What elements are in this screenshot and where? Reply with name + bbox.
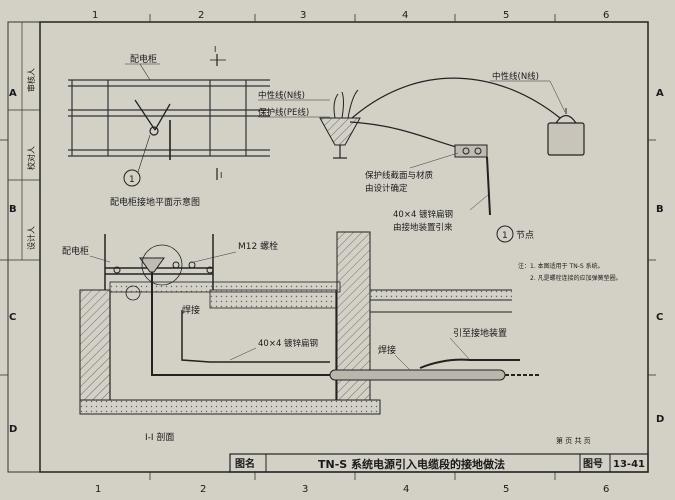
to-ground-label: 引至接地装置	[453, 327, 507, 339]
node-detail: 中性线(N线) 保护线(PE线) 中性线(N线) 保护线截面与材质 由设计确定 …	[258, 71, 585, 243]
title-block: 图名 TN-S 系统电源引入电缆段的接地做法 图号 13-41	[229, 453, 649, 473]
neutral-label-left: 中性线(N线)	[258, 90, 305, 101]
row-letter: D	[9, 424, 17, 435]
side-label: 校对人	[26, 146, 36, 170]
drawing-title: TN-S 系统电源引入电缆段的接地做法	[318, 457, 505, 471]
weld-label-2: 焊接	[378, 344, 396, 356]
bolt-label: M12 螺栓	[238, 240, 278, 252]
section-view: 配电柜 M12 螺栓 焊接 40×4 镀锌扁钢 焊接 引至接地装置 I-I 剖面…	[62, 231, 591, 445]
plan-view: 配电柜 I I 1 配电柜接地平面示意图	[68, 45, 270, 208]
col-number: 3	[302, 484, 308, 495]
node-label: 节点	[516, 230, 534, 241]
col-number: 1	[95, 484, 101, 495]
column-numbers-bottom: 1 2 3 4 5 6	[95, 484, 609, 495]
plan-callout-number: 1	[129, 175, 135, 185]
col-number: 5	[503, 10, 509, 21]
section-title: I-I 剖面	[145, 431, 174, 443]
pe-label: 保护线(PE线)	[258, 107, 309, 118]
section-mark: I	[214, 45, 216, 54]
row-letter: B	[656, 204, 664, 215]
col-number: 1	[92, 10, 98, 21]
side-label: 审核人	[26, 68, 36, 92]
column-numbers-top: 1 2 3 4 5 6	[92, 10, 609, 21]
note-flat-line1: 40×4 镀锌扁钢	[393, 209, 453, 220]
node-number: 1	[502, 231, 508, 241]
grid-ticks	[0, 14, 656, 480]
note-pe-line1: 保护线截面与材质	[365, 170, 434, 181]
title-number-label: 图号	[583, 458, 603, 470]
row-letter: A	[656, 88, 664, 99]
section-cabinet-label: 配电柜	[62, 245, 89, 257]
row-letter: A	[9, 88, 17, 99]
col-number: 4	[402, 10, 408, 21]
flat-steel-label: 40×4 镀锌扁钢	[258, 338, 318, 349]
col-number: 6	[603, 484, 609, 495]
row-letter: C	[9, 312, 16, 323]
row-letter: B	[9, 204, 17, 215]
side-revision-strip: 审核人 校对人 设计人	[8, 22, 40, 261]
side-label: 设计人	[26, 226, 36, 250]
plan-caption: 配电柜接地平面示意图	[110, 196, 200, 208]
plan-cabinet-label: 配电柜	[130, 53, 157, 65]
col-number: 3	[300, 10, 306, 21]
col-number: 2	[198, 10, 204, 21]
weld-label-1: 焊接	[182, 304, 200, 316]
row-letter: C	[656, 312, 663, 323]
note-pe-line2: 由设计确定	[365, 183, 408, 194]
col-number: 4	[403, 484, 409, 495]
col-number: 6	[603, 10, 609, 21]
row-letters-left: A B C D	[9, 88, 17, 435]
note-line-1: 注：1. 本图适用于 TN-S 系统。	[518, 262, 604, 270]
notes: 注：1. 本图适用于 TN-S 系统。 2. 凡是螺栓连接的应加弹簧垫圈。	[518, 262, 622, 282]
drawing-number: 13-41	[613, 459, 645, 470]
page-small: 第 页 共 页	[556, 436, 591, 445]
neutral-label-right: 中性线(N线)	[492, 71, 539, 82]
row-letters-right: A B C D	[656, 88, 664, 425]
note-line-2: 2. 凡是螺栓连接的应加弹簧垫圈。	[530, 274, 622, 282]
section-mark: I	[220, 171, 222, 180]
row-letter: D	[656, 414, 664, 425]
col-number: 5	[503, 484, 509, 495]
col-number: 2	[200, 484, 206, 495]
title-name-label: 图名	[235, 457, 255, 470]
note-flat-line2: 由接地装置引来	[393, 222, 453, 233]
